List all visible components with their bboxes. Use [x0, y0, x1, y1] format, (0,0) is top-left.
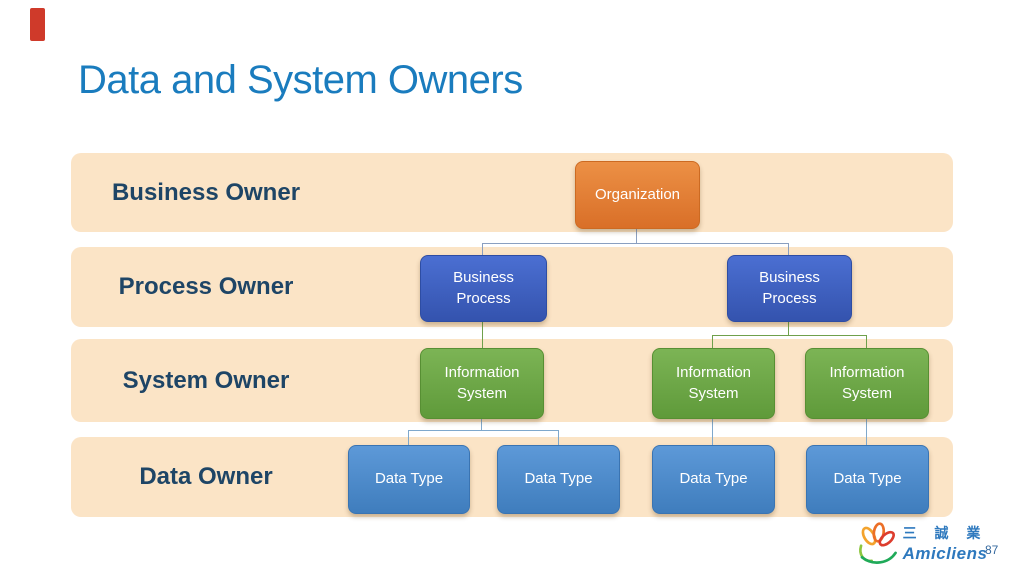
connector-is2-to-dt3 [712, 417, 713, 445]
flower-logo-icon [859, 522, 897, 564]
connector-org-crossbar [482, 243, 788, 244]
connector-is1-stem [481, 417, 482, 430]
band-label-data-owner: Data Owner [139, 463, 273, 490]
connector-org-to-bp1 [482, 243, 483, 255]
node-organization: Organization [575, 161, 700, 229]
logo-cjk-text: 三 誠 業 [902, 525, 988, 541]
node-business-process-1: Business Process [420, 255, 547, 322]
node-information-system-3: Information System [805, 348, 929, 419]
node-information-system-2: Information System [652, 348, 775, 419]
node-data-type-2: Data Type [497, 445, 620, 514]
logo-name-text: Amicliens [902, 544, 988, 563]
node-data-type-1: Data Type [348, 445, 470, 514]
logo-text: 三 誠 業 Amicliens [902, 523, 988, 564]
page-number: 87 [985, 543, 999, 557]
connector-org-stem [636, 227, 637, 243]
connector-bp2-crossbar [712, 335, 866, 336]
connector-is1-to-dt1 [408, 430, 409, 448]
connector-is1-to-dt2 [558, 430, 559, 448]
node-data-type-4: Data Type [806, 445, 929, 514]
connector-org-to-bp2 [788, 243, 789, 255]
connector-bp2-stem [788, 320, 789, 335]
band-label-system-owner: System Owner [122, 366, 290, 394]
connector-bp2-to-is2 [712, 335, 713, 348]
company-logo: 三 誠 業 Amicliens [854, 517, 1014, 569]
band-label-process-owner: Process Owner [118, 273, 294, 300]
node-information-system-1: Information System [420, 348, 544, 419]
node-business-process-2: Business Process [727, 255, 852, 322]
connector-bp1-to-is1 [482, 320, 483, 348]
band-business-owner: Business Owner [71, 153, 953, 232]
band-label-business-owner: Business Owner [111, 178, 301, 206]
slide-title: Data and System Owners [78, 58, 523, 102]
connector-bp2-to-is3 [866, 335, 867, 348]
node-data-type-3: Data Type [652, 445, 775, 514]
red-accent-bar [30, 8, 45, 41]
connector-is3-to-dt4 [866, 417, 867, 445]
connector-is1-crossbar [408, 430, 558, 431]
